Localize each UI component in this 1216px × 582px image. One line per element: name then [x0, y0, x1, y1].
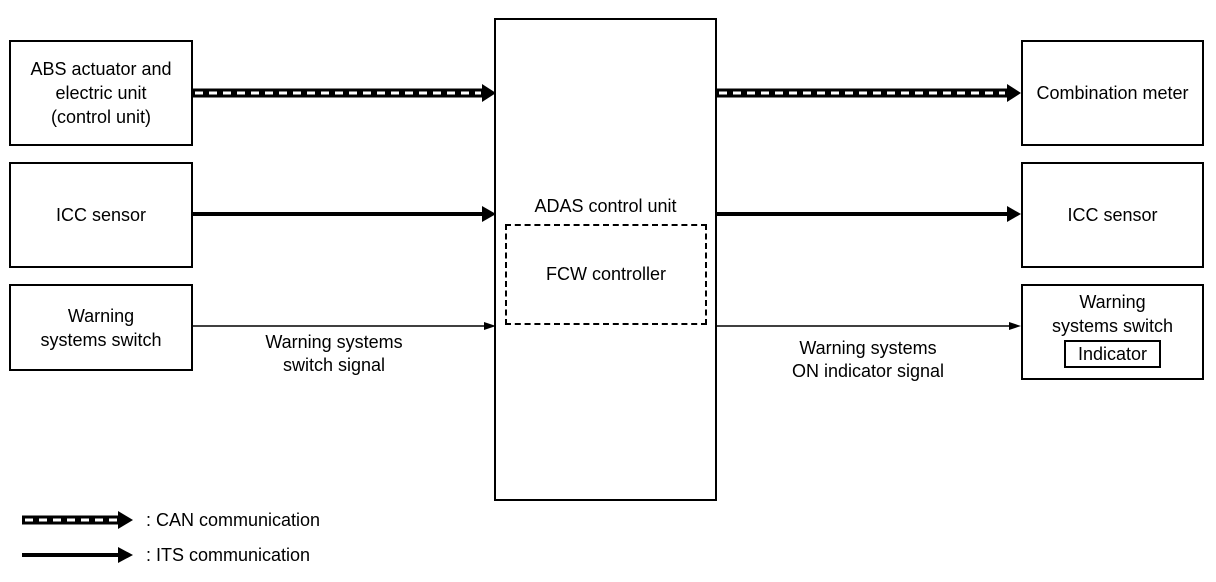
- fcw-controller-label: FCW controller: [545, 264, 666, 284]
- legend-can-label: : CAN communication: [146, 510, 321, 530]
- combination-meter-box: Combination meter: [1021, 40, 1204, 146]
- can-line-abs-to-adas: [192, 84, 496, 102]
- icc-sensor-right-label: ICC sensor: [1067, 205, 1158, 225]
- warning-switch-right-label: Warning systems switch: [1051, 292, 1174, 336]
- can-line-adas-to-meter: [716, 84, 1021, 102]
- indicator-lamp: Indicator: [1063, 340, 1162, 368]
- combination-meter-label: Combination meter: [1036, 83, 1189, 103]
- warning-switch-left-label: Warning systems switch: [40, 305, 162, 350]
- its-line-adas-to-icc: [716, 206, 1021, 222]
- legend-its-arrow: [22, 547, 133, 563]
- legend-can-arrow: [22, 511, 133, 529]
- its-line-icc-to-adas: [192, 206, 496, 222]
- adas-control-unit-box: ADAS control unit: [494, 18, 717, 501]
- icc-sensor-left-box: ICC sensor: [9, 162, 193, 268]
- warning-switch-left-box: Warning systems switch: [9, 284, 193, 371]
- icc-sensor-right-box: ICC sensor: [1021, 162, 1204, 268]
- icc-sensor-left-label: ICC sensor: [55, 205, 147, 225]
- adas-control-unit-title: ADAS control unit: [534, 196, 677, 216]
- fcw-controller-box: FCW controller: [505, 224, 707, 325]
- abs-actuator-label: ABS actuator and electric unit (control …: [30, 59, 172, 127]
- abs-actuator-box: ABS actuator and electric unit (control …: [9, 40, 193, 146]
- switch-signal-label: Warning systems switch signal: [265, 332, 403, 375]
- warning-switch-right-box: Warning systems switch Indicator: [1021, 284, 1204, 380]
- signal-line-switch-to-adas: [192, 322, 496, 330]
- signal-line-adas-to-switch: [716, 322, 1021, 330]
- on-indicator-signal-label: Warning systems ON indicator signal: [791, 338, 945, 381]
- legend-its-label: : ITS communication: [146, 545, 311, 565]
